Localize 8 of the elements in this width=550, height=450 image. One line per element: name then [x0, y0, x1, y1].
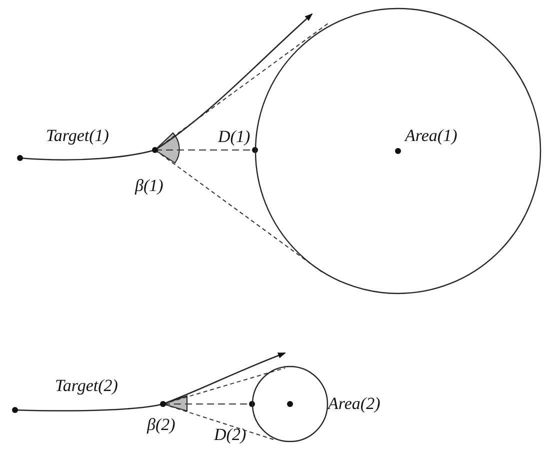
- area-label: Area(2): [328, 394, 380, 414]
- distance-label: D(1): [218, 127, 250, 147]
- angle-label: β(2): [147, 415, 176, 435]
- curve-label: Target(1): [46, 126, 109, 146]
- area-label: Area(1): [405, 126, 458, 146]
- angle-label: β(1): [135, 176, 164, 196]
- curve-label: Target(2): [55, 376, 118, 396]
- distance-label: D(2): [214, 425, 246, 445]
